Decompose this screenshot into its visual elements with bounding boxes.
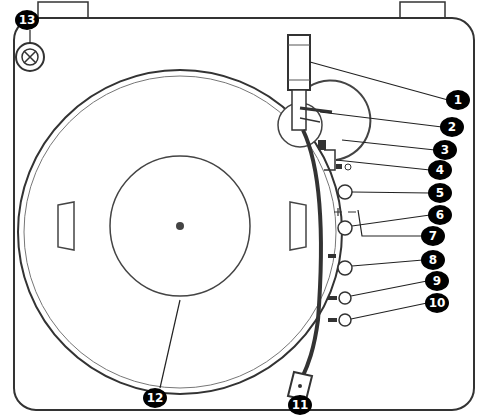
callout-number: 13	[15, 10, 39, 30]
callout-number: 1	[446, 90, 470, 110]
callout-number: 10	[425, 293, 449, 313]
callout-number: 6	[428, 205, 452, 225]
platter	[18, 70, 342, 394]
turntable-base	[14, 18, 474, 410]
callout-number: 5	[428, 183, 452, 203]
callout-number: 3	[433, 140, 457, 160]
callout-number: 12	[143, 388, 167, 408]
speed-knob	[16, 43, 44, 71]
counterweight	[288, 35, 310, 90]
hinge	[38, 2, 88, 18]
button	[338, 185, 352, 199]
callout-number: 9	[425, 271, 449, 291]
record-label	[110, 156, 250, 296]
button	[339, 292, 351, 304]
callout-number: 11	[288, 395, 312, 415]
callout-number: 4	[428, 160, 452, 180]
callout-number: 8	[421, 250, 445, 270]
button	[338, 221, 352, 235]
button	[338, 261, 352, 275]
callout-number: 2	[440, 117, 464, 137]
callout-number: 7	[421, 226, 445, 246]
button	[339, 314, 351, 326]
hinge	[400, 2, 445, 18]
